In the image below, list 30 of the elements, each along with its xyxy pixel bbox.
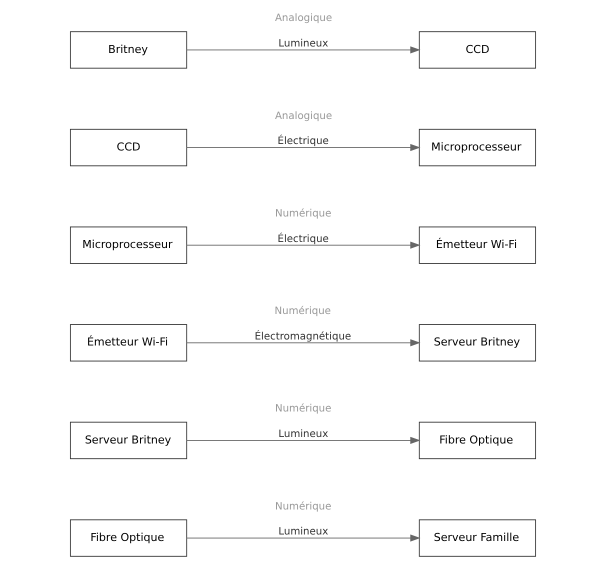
node-box: Serveur Britney (69, 422, 187, 460)
arrow (186, 46, 420, 54)
arrow (186, 534, 420, 542)
label: Lumineux (278, 526, 328, 538)
edge-label: Analogique (274, 110, 332, 122)
arrow (186, 144, 420, 152)
edge-label: Numérique (274, 501, 331, 512)
edge-label: Numérique (274, 208, 331, 220)
node-box: CCD (418, 31, 536, 69)
arrow (186, 339, 420, 346)
node-box: Fibre Optique (69, 519, 187, 557)
label: Lumineux (278, 429, 328, 440)
node-box: Serveur Famille (418, 519, 536, 557)
label: Lumineux (278, 38, 328, 50)
node-box: Serveur Britney (418, 324, 536, 362)
node-box: CCD (69, 128, 187, 166)
node-box: Émetteur Wi-Fi (69, 324, 187, 362)
label: Électrique (277, 136, 328, 148)
node-box: Émetteur Wi-Fi (418, 226, 536, 264)
arrow (186, 436, 420, 444)
label: Électromagnétique (254, 331, 351, 342)
node-box: Britney (69, 31, 187, 69)
node-box: Fibre Optique (418, 422, 536, 460)
edge-label: Numérique (274, 404, 331, 415)
edge-label: Analogique (274, 13, 332, 24)
node-box: Microprocesseur (69, 226, 187, 264)
edge-label: Numérique (274, 306, 330, 318)
label: Électrique (277, 234, 328, 245)
arrow (186, 242, 420, 249)
node-box: Microprocesseur (418, 128, 536, 166)
